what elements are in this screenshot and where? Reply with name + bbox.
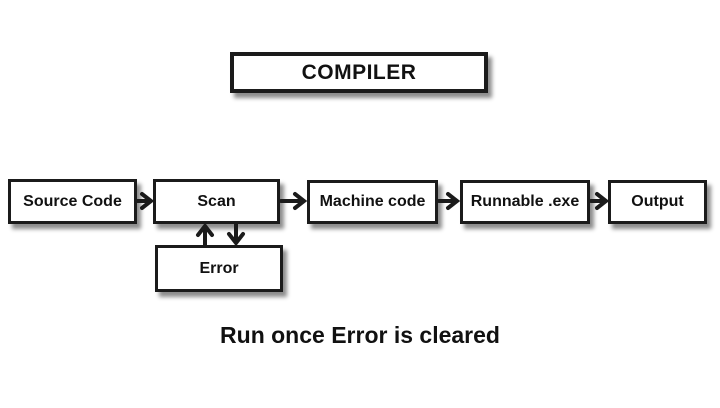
node-compiler-title: COMPILER xyxy=(230,52,488,93)
compiler-title-label: COMPILER xyxy=(301,60,417,84)
arrow-scan-to-machine-code xyxy=(279,192,308,210)
node-machine-code: Machine code xyxy=(307,180,438,224)
source-code-label: Source Code xyxy=(23,192,122,210)
error-label: Error xyxy=(199,259,239,277)
node-source-code: Source Code xyxy=(8,179,137,224)
arrow-machine-code-to-runnable xyxy=(437,192,461,210)
arrow-scan-to-error-down xyxy=(227,222,245,247)
node-error: Error xyxy=(155,245,283,292)
node-output: Output xyxy=(608,180,707,224)
node-scan: Scan xyxy=(153,179,280,224)
node-runnable-exe: Runnable .exe xyxy=(460,180,590,224)
arrow-error-to-scan-up xyxy=(196,222,214,247)
arrow-runnable-to-output xyxy=(589,192,610,210)
machine-code-label: Machine code xyxy=(319,193,426,210)
diagram-caption: Run once Error is cleared xyxy=(220,322,500,348)
scan-label: Scan xyxy=(197,192,236,210)
arrow-source-to-scan xyxy=(135,192,155,210)
runnable-exe-label: Runnable .exe xyxy=(470,193,580,210)
output-label: Output xyxy=(631,193,684,210)
